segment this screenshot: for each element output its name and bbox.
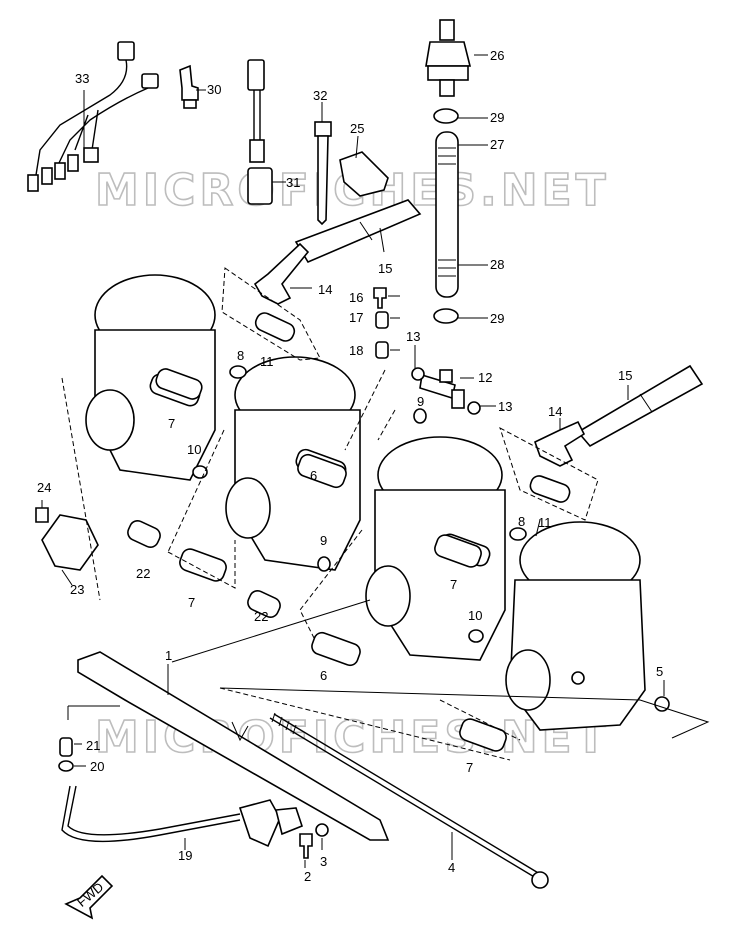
callout-18-14: 18 [349, 343, 363, 358]
callout-17-13: 17 [349, 310, 363, 325]
part-18-spring [375, 341, 389, 359]
callout-5-37: 5 [656, 664, 663, 679]
callout-29-6: 29 [490, 110, 504, 125]
callout-27-7: 27 [490, 137, 504, 152]
callout-15-10: 15 [378, 261, 392, 276]
carburetor-1 [85, 274, 216, 481]
callout-9-20: 9 [417, 394, 424, 409]
part-17-spring [375, 311, 389, 329]
callout-10-33: 10 [468, 608, 482, 623]
callout-33-0: 33 [75, 71, 89, 86]
part-7-pipe-b [179, 548, 227, 582]
callout-8-26: 8 [518, 514, 525, 529]
leader-lines [41, 54, 710, 868]
part-4-rod [269, 712, 549, 889]
part-30-switch [179, 64, 199, 109]
part-7-pipe-c [434, 534, 482, 568]
part-2-screw [299, 833, 313, 859]
carburetor-3 [365, 436, 506, 661]
callout-31-2: 31 [286, 175, 300, 190]
callout-22-31: 22 [254, 609, 268, 624]
callout-1-38: 1 [165, 648, 172, 663]
callout-13-17: 13 [498, 399, 512, 414]
part-5-washer [654, 696, 670, 712]
callout-6-34: 6 [320, 668, 327, 683]
callout-11-27: 11 [538, 515, 552, 530]
callout-32-3: 32 [313, 88, 327, 103]
part-13-cap-upper [411, 367, 425, 381]
callout-7-21: 7 [168, 416, 175, 431]
callout-14-11: 14 [318, 282, 332, 297]
callout-15-24: 15 [618, 368, 632, 383]
part-23-throttle-sensor [41, 514, 99, 571]
part-8-nozzle-upper [229, 365, 247, 379]
part-11-pipe-upper [254, 312, 296, 342]
callout-10-22: 10 [187, 442, 201, 457]
part-10-jet-upper [192, 465, 208, 479]
part-29-clamp-top [433, 108, 459, 124]
callout-14-25: 14 [548, 404, 562, 419]
callout-19-42: 19 [178, 848, 192, 863]
callout-6-23: 6 [310, 468, 317, 483]
fwd-arrow-icon: FWD [64, 874, 114, 920]
part-16-screw [373, 287, 387, 309]
callout-13-15: 13 [406, 329, 420, 344]
part-21-spring [59, 737, 73, 757]
callout-24-35: 24 [37, 480, 51, 495]
part-22-spring-right [247, 590, 281, 618]
part-27-28-hose [435, 131, 459, 298]
part-3-washer [315, 823, 329, 837]
callout-2-43: 2 [304, 869, 311, 884]
part-20-washer [58, 760, 74, 772]
callout-30-1: 30 [207, 82, 221, 97]
part-7-pipe-d [459, 718, 507, 752]
part-11-pipe-lower [529, 475, 571, 503]
callout-28-8: 28 [490, 257, 504, 272]
part-31-sensor [247, 59, 273, 205]
callout-7-41: 7 [466, 760, 473, 775]
part-7-pipe-a [155, 368, 203, 400]
part-14-fitting-right [534, 420, 586, 467]
callout-4-45: 4 [448, 860, 455, 875]
carburetor-4 [505, 521, 646, 731]
part-19-cable [61, 785, 303, 848]
callout-25-4: 25 [350, 121, 364, 136]
callout-26-5: 26 [490, 48, 504, 63]
callout-7-32: 7 [450, 577, 457, 592]
part-22-spring-left [127, 520, 161, 548]
part-29-clamp-bottom [433, 308, 459, 324]
carburetor-2 [225, 356, 361, 571]
part-32-cable-tie [314, 121, 332, 226]
part-13-cap-lower [467, 401, 481, 415]
part-12-t-fitting [419, 369, 465, 409]
callout-21-39: 21 [86, 738, 100, 753]
part-15-hose-right [576, 364, 704, 448]
part-9-jet-upper [413, 408, 427, 424]
part-25-clamp [339, 151, 389, 197]
callout-16-12: 16 [349, 290, 363, 305]
callout-8-18: 8 [237, 348, 244, 363]
part-6-pipe-lower [311, 631, 361, 667]
part-26-filter [425, 19, 472, 97]
callout-11-19: 11 [260, 354, 274, 369]
callout-22-29: 22 [136, 566, 150, 581]
part-24-screw [35, 507, 49, 523]
callout-29-9: 29 [490, 311, 504, 326]
callout-23-36: 23 [70, 582, 84, 597]
part-8-nozzle-lower [509, 527, 527, 541]
callout-9-28: 9 [320, 533, 327, 548]
callout-3-44: 3 [320, 854, 327, 869]
part-1-bracket [77, 651, 390, 841]
callout-12-16: 12 [478, 370, 492, 385]
part-33-wire-harness [27, 41, 159, 192]
part-14-fitting-upper [253, 242, 310, 305]
callout-7-30: 7 [188, 595, 195, 610]
callout-20-40: 20 [90, 759, 104, 774]
part-6-pipe-upper [297, 453, 347, 489]
part-9-jet-lower [317, 556, 331, 572]
part-10-jet-lower [468, 629, 484, 643]
